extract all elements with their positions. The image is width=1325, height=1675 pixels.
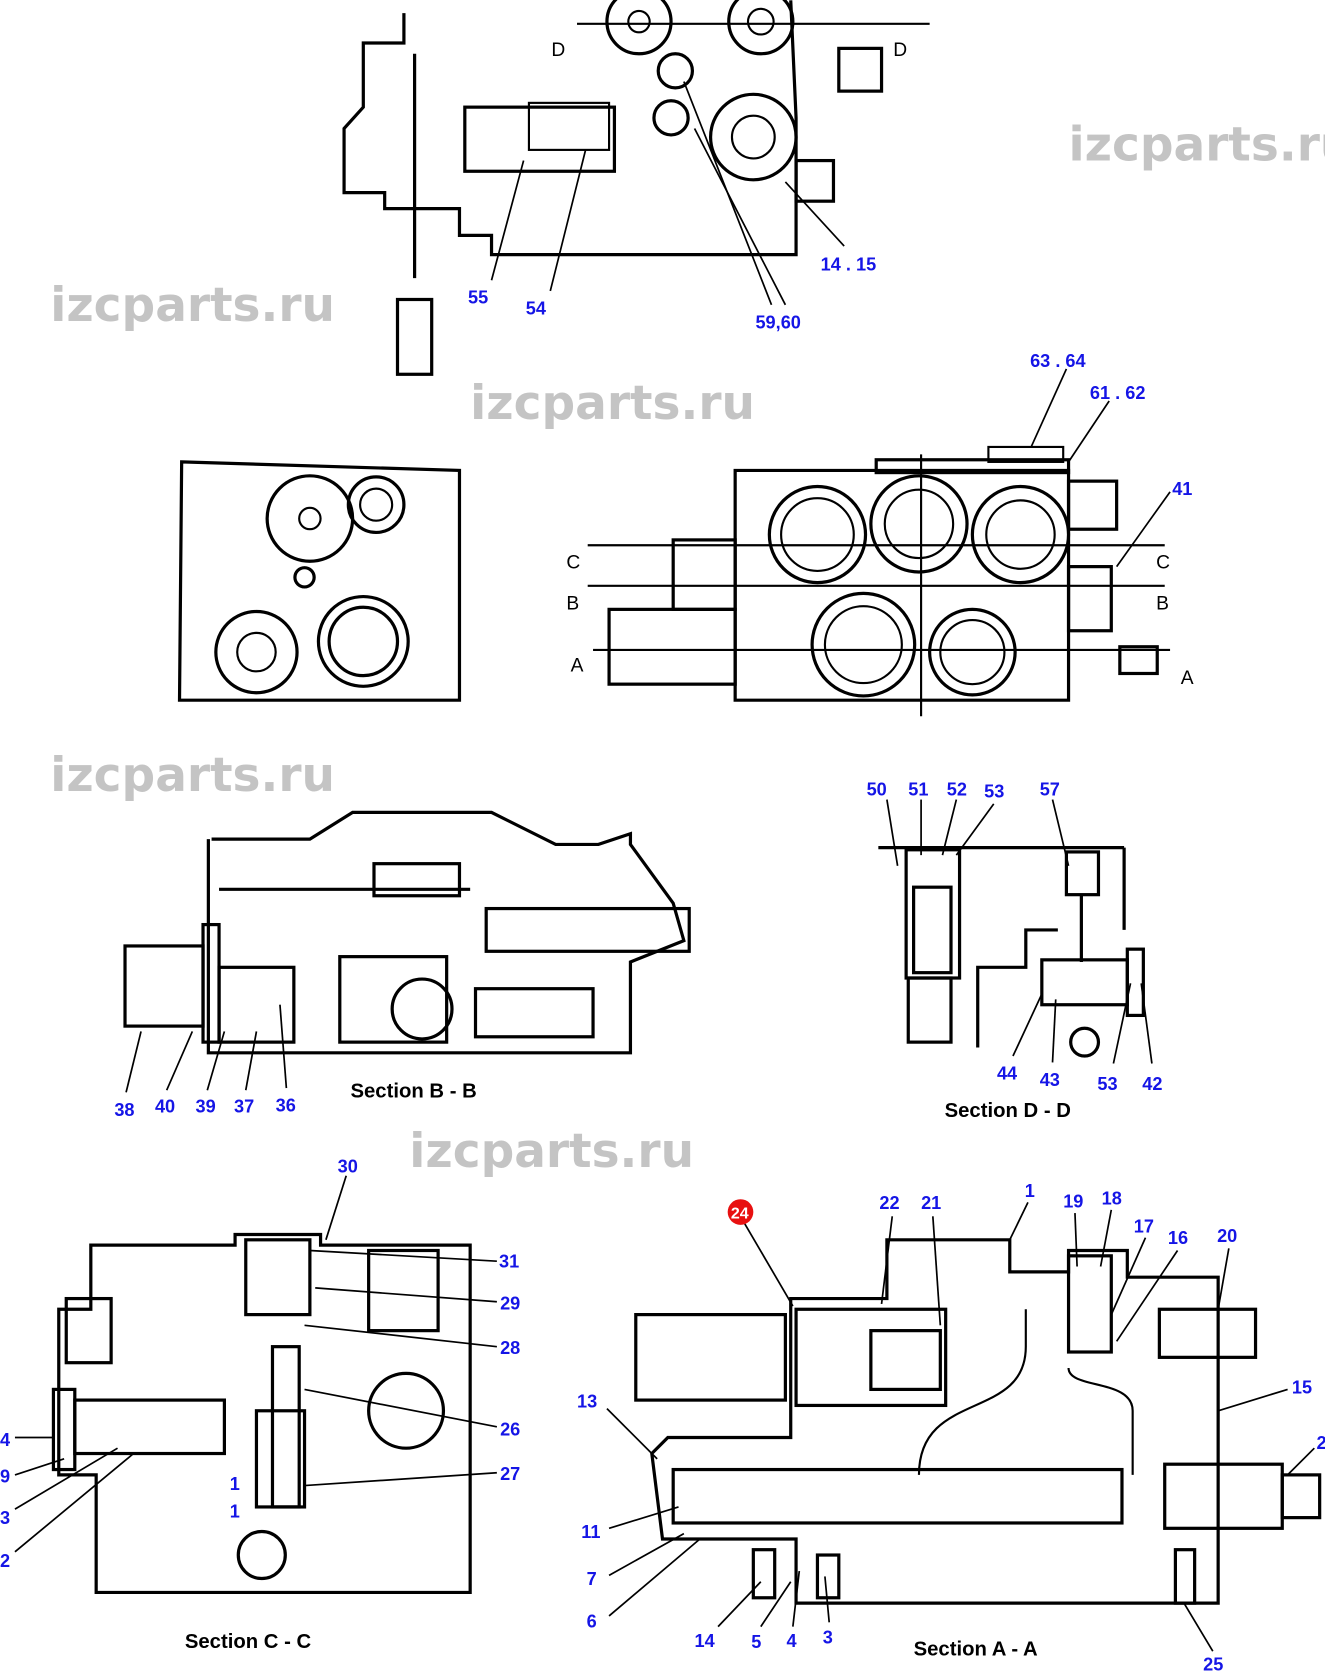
part-label-top-view[interactable]: 54 [526, 298, 546, 318]
section-bb-drawing [123, 810, 691, 1093]
part-label-section-cc[interactable]: 31 [499, 1252, 519, 1272]
part-label-section-dd[interactable]: 57 [1040, 779, 1060, 799]
part-label-section-aa[interactable]: 14 [695, 1631, 715, 1651]
part-label-section-bb[interactable]: 40 [155, 1097, 175, 1117]
part-label-section-dd[interactable]: 52 [947, 779, 967, 799]
part-label-top-view[interactable]: 14 . 15 [821, 255, 877, 275]
part-label-section-aa[interactable]: 5 [751, 1632, 761, 1652]
part-label-section-cc[interactable]: 26 [500, 1419, 520, 1439]
part-label-section-aa[interactable]: 20 [1217, 1226, 1237, 1246]
watermarks: izcparts.ru izcparts.ru izcparts.ru izcpart… [50, 118, 1325, 1180]
part-label-section-aa[interactable]: 6 [587, 1612, 597, 1632]
watermark-text: izcparts.ru [409, 1124, 694, 1179]
part-label-section-aa[interactable]: 24 [731, 1204, 749, 1222]
highlighted-part-marker[interactable] [727, 1199, 754, 1225]
section-marker: A [571, 655, 584, 676]
part-label-section-aa[interactable]: 18 [1102, 1189, 1122, 1209]
front-view-drawing [177, 460, 462, 702]
part-label-section-aa[interactable]: 3 [823, 1628, 833, 1648]
part-label-section-aa[interactable]: 25 [1203, 1654, 1223, 1674]
section-dd-drawing [878, 799, 1153, 1064]
part-label-section-dd[interactable]: 51 [908, 779, 928, 799]
part-label-section-cc[interactable]: 9 [0, 1466, 10, 1486]
part-label-section-bb[interactable]: 38 [114, 1100, 134, 1120]
section-marker: A [1181, 668, 1194, 689]
part-label-section-dd[interactable]: 43 [1040, 1070, 1060, 1090]
side-view-drawing [587, 368, 1171, 717]
top-view-drawing [342, 0, 930, 376]
section-marker: C [1156, 553, 1170, 574]
section-aa-title: Section A - A [914, 1638, 1038, 1660]
part-label-section-cc[interactable]: 29 [500, 1293, 520, 1313]
part-label-section-cc[interactable]: 1 [230, 1502, 240, 1522]
part-label-section-aa[interactable]: 1 [1025, 1181, 1035, 1201]
section-cc-drawing [14, 1175, 498, 1595]
section-dd-title: Section D - D [945, 1100, 1071, 1122]
section-marker: B [1156, 593, 1169, 614]
part-label-top-view[interactable]: 59,60 [755, 312, 800, 332]
watermark-text: izcparts.ru [50, 278, 335, 333]
part-label-section-aa[interactable]: 15 [1292, 1378, 1312, 1398]
part-label-section-cc[interactable]: 30 [338, 1156, 358, 1176]
watermark-text: izcparts.ru [470, 376, 755, 431]
part-label-section-aa[interactable]: 4 [786, 1631, 796, 1651]
part-label-section-dd[interactable]: 53 [984, 781, 1004, 801]
part-label-section-cc[interactable]: 28 [500, 1338, 520, 1358]
part-label-section-bb[interactable]: 36 [276, 1096, 296, 1116]
part-label-section-aa[interactable]: 17 [1134, 1216, 1154, 1236]
part-label-section-aa[interactable]: 7 [587, 1569, 597, 1589]
part-label-section-dd[interactable]: 44 [997, 1064, 1017, 1084]
section-marker: D [551, 40, 565, 61]
part-label-section-cc[interactable]: 4 [0, 1430, 10, 1450]
part-label-section-cc[interactable]: 1 [230, 1474, 240, 1494]
part-label-top-view[interactable]: 55 [468, 288, 488, 308]
section-bb-title: Section B - B [350, 1081, 476, 1103]
section-marker: C [566, 553, 580, 574]
section-titles: Section B - B Section D - D Section C - … [185, 1081, 1071, 1661]
part-label-side-view[interactable]: 41 [1172, 479, 1192, 499]
part-label-section-cc[interactable]: 3 [0, 1508, 10, 1528]
part-label-section-aa[interactable]: 13 [577, 1392, 597, 1412]
part-label-section-aa[interactable]: 16 [1168, 1228, 1188, 1248]
part-label-section-bb[interactable]: 39 [196, 1097, 216, 1117]
part-label-section-aa[interactable]: 19 [1063, 1192, 1083, 1212]
part-label-section-cc[interactable]: 2 [0, 1551, 10, 1571]
part-label-section-dd[interactable]: 50 [867, 779, 887, 799]
part-label-section-dd[interactable]: 42 [1142, 1074, 1162, 1094]
part-label-section-dd[interactable]: 53 [1097, 1074, 1117, 1094]
part-label-section-aa[interactable]: 2 [1316, 1433, 1325, 1453]
section-cc-title: Section C - C [185, 1631, 312, 1653]
section-aa-drawing [606, 1202, 1322, 1652]
part-label-section-bb[interactable]: 37 [234, 1097, 254, 1117]
part-label-section-aa[interactable]: 21 [921, 1193, 941, 1213]
watermark-text: izcparts.ru [50, 748, 335, 803]
watermark-text: izcparts.ru [1069, 118, 1325, 173]
part-label-side-view[interactable]: 63 . 64 [1030, 351, 1086, 371]
part-label-section-aa[interactable]: 22 [879, 1193, 899, 1213]
part-label-side-view[interactable]: 61 . 62 [1090, 383, 1146, 403]
section-marker: D [893, 40, 907, 61]
part-label-section-aa[interactable]: 11 [581, 1522, 600, 1542]
section-marker: B [566, 593, 579, 614]
part-label-section-cc[interactable]: 27 [500, 1464, 520, 1484]
